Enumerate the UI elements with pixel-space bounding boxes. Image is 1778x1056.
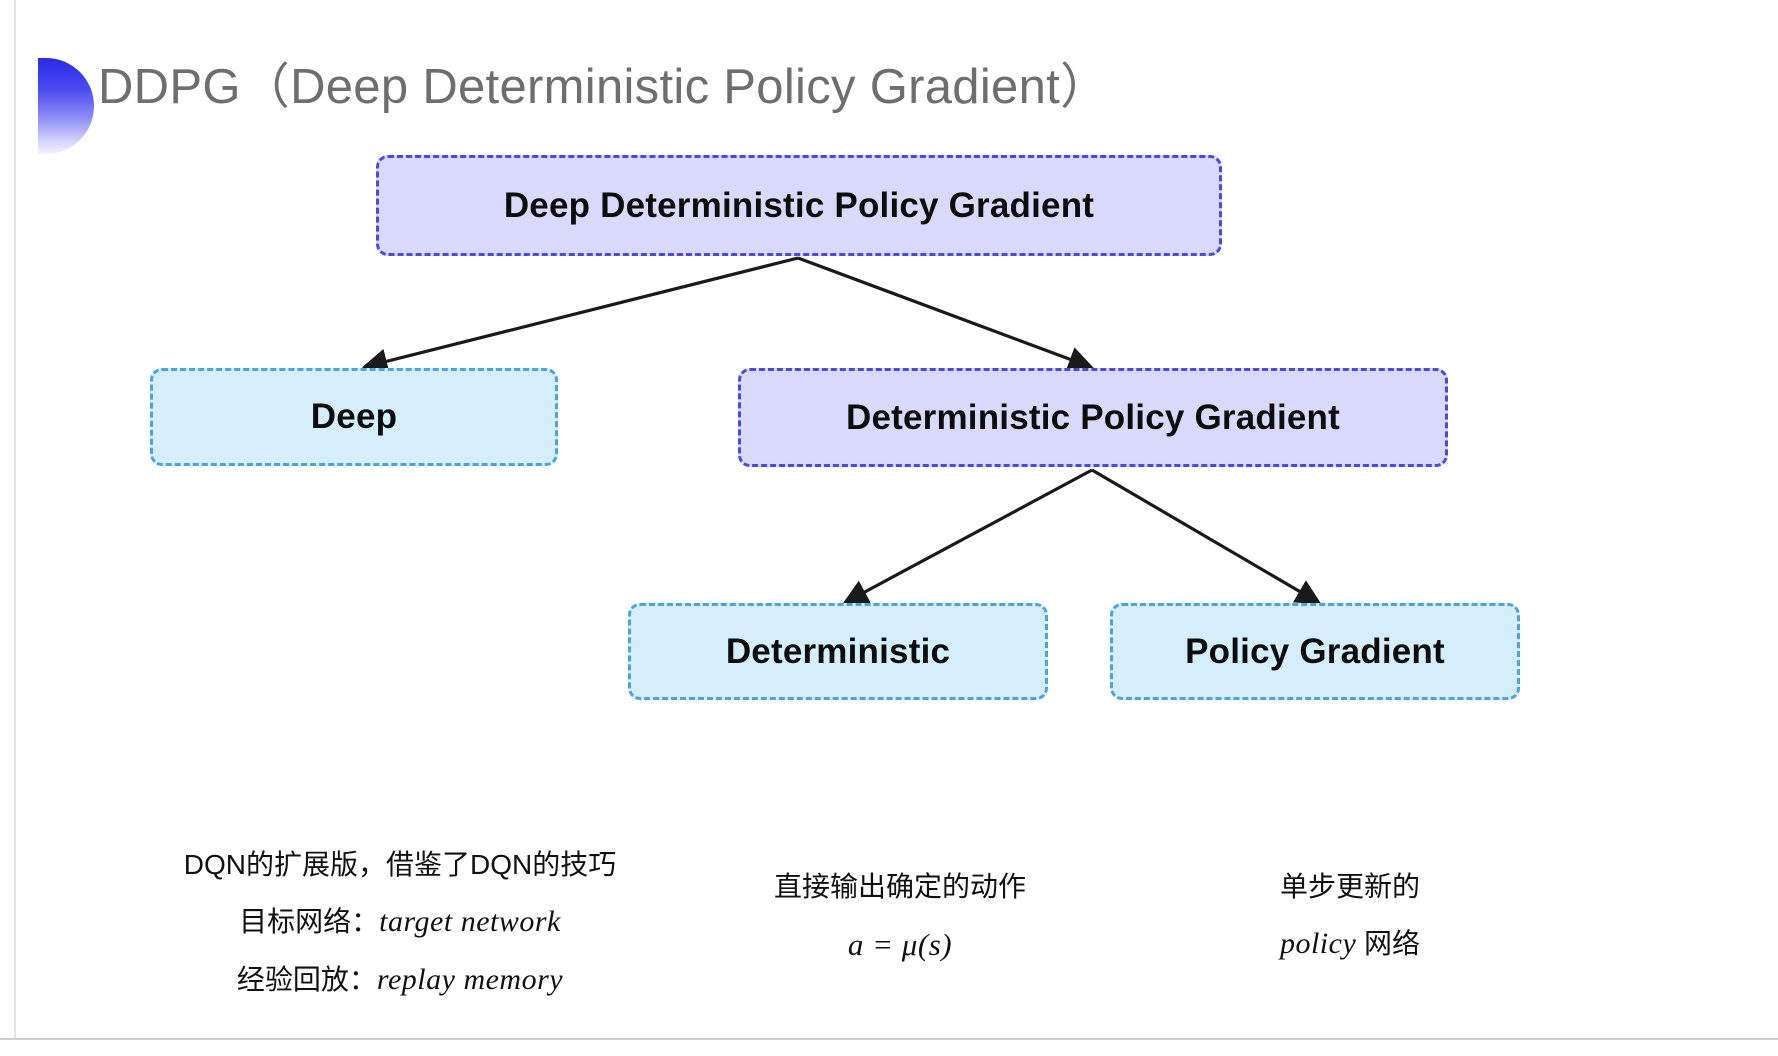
annotation-policy-gradient-term: policy <box>1279 926 1357 960</box>
page-title: DDPG（Deep Deterministic Policy Gradient） <box>98 60 1110 114</box>
annotation-policy-gradient: 单步更新的 policy 网络 <box>1180 860 1520 973</box>
annotation-deep-line3-term: replay memory <box>376 963 564 997</box>
node-policy-gradient[interactable]: Policy Gradient <box>1110 603 1520 700</box>
annotation-deep: DQN的扩展版，借鉴了DQN的技巧 目标网络：target network 经验… <box>150 838 650 1010</box>
annotation-deep-line1: DQN的扩展版，借鉴了DQN的技巧 <box>183 849 617 880</box>
annotation-deterministic-formula: a = μ(s) <box>847 926 953 962</box>
edge-dpg-to-policy-gradient <box>1091 468 1322 605</box>
annotation-deep-line2-label: 目标网络： <box>239 905 380 937</box>
edge-root-to-dpg <box>797 256 1094 372</box>
annotation-policy-gradient-suffix: 网络 <box>1356 927 1421 959</box>
edge-root-to-deep <box>361 256 799 374</box>
half-circle-bullet-icon <box>38 58 94 154</box>
annotation-deep-line3: 经验回放：replay memory <box>150 951 650 1010</box>
node-deterministic-policy-gradient[interactable]: Deterministic Policy Gradient <box>738 368 1448 467</box>
slide-bottom-edge <box>0 1038 1778 1056</box>
node-deterministic[interactable]: Deterministic <box>628 603 1048 700</box>
annotation-policy-gradient-line2: policy 网络 <box>1180 915 1520 974</box>
slide-left-edge <box>0 0 16 1056</box>
annotation-policy-gradient-line1: 单步更新的 <box>1279 871 1420 902</box>
node-deep[interactable]: Deep <box>150 368 558 466</box>
annotation-deterministic-line1: 直接输出确定的动作 <box>773 871 1026 902</box>
annotation-deep-line2: 目标网络：target network <box>150 893 650 952</box>
annotation-deep-line3-label: 经验回放： <box>236 964 377 996</box>
node-deep-deterministic-policy-gradient[interactable]: Deep Deterministic Policy Gradient <box>376 155 1222 256</box>
annotation-deterministic: 直接输出确定的动作 a = μ(s) <box>700 860 1100 975</box>
annotation-deep-line2-term: target network <box>379 904 561 938</box>
edge-dpg-to-deterministic <box>842 468 1093 605</box>
